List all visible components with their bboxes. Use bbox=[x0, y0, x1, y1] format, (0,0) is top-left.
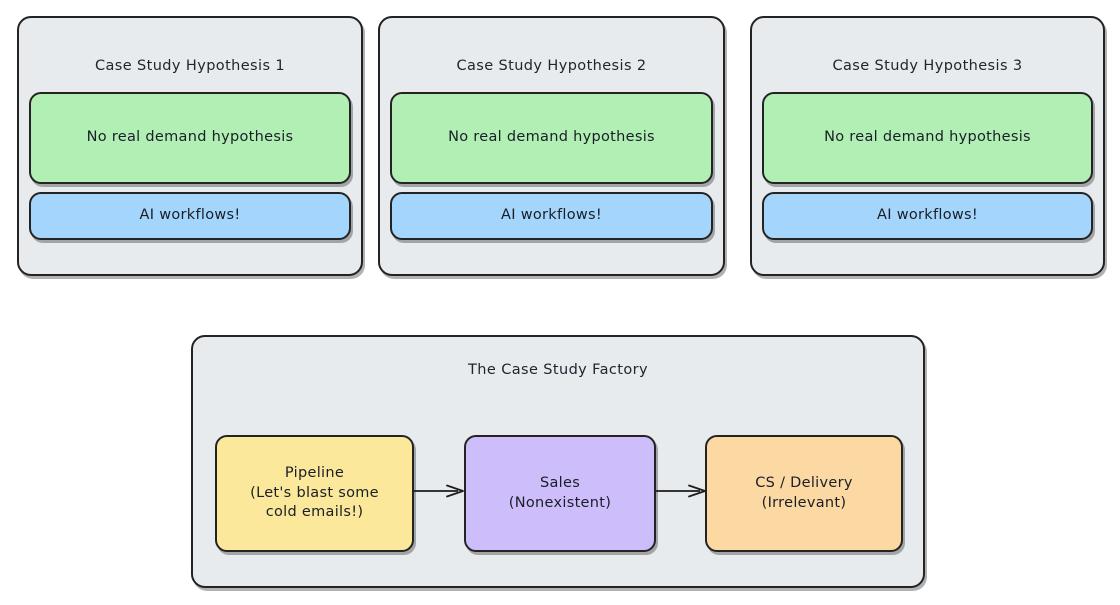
factory-node-delivery-label: CS / Delivery (Irrelevant) bbox=[755, 474, 853, 511]
hypothesis-panel-1-green-label: No real demand hypothesis bbox=[86, 129, 294, 146]
edge-sales-to-delivery bbox=[656, 477, 710, 507]
hypothesis-panel-1[interactable]: Case Study Hypothesis 1 No real demand h… bbox=[17, 16, 363, 276]
edge-pipeline-to-sales bbox=[414, 477, 468, 507]
factory-node-pipeline-label: Pipeline (Let's blast some cold emails!) bbox=[250, 465, 379, 521]
hypothesis-panel-1-title: Case Study Hypothesis 1 bbox=[94, 58, 286, 74]
factory-node-sales[interactable]: Sales (Nonexistent) bbox=[464, 435, 656, 552]
hypothesis-panel-3-title: Case Study Hypothesis 3 bbox=[832, 58, 1023, 74]
hypothesis-panel-2-blue-box[interactable]: AI workflows! bbox=[390, 192, 713, 240]
hypothesis-panel-3-green-box[interactable]: No real demand hypothesis bbox=[762, 92, 1093, 184]
hypothesis-panel-3-green-label: No real demand hypothesis bbox=[824, 129, 1031, 146]
hypothesis-panel-1-green-box[interactable]: No real demand hypothesis bbox=[29, 92, 351, 184]
hypothesis-panel-2-title: Case Study Hypothesis 2 bbox=[456, 58, 647, 74]
case-study-factory-title: The Case Study Factory bbox=[468, 362, 648, 378]
hypothesis-panel-1-blue-label: AI workflows! bbox=[139, 207, 241, 224]
hypothesis-panel-2-blue-label: AI workflows! bbox=[500, 207, 603, 224]
factory-node-delivery[interactable]: CS / Delivery (Irrelevant) bbox=[705, 435, 903, 552]
hypothesis-panel-2-green-box[interactable]: No real demand hypothesis bbox=[390, 92, 713, 184]
hypothesis-panel-3[interactable]: Case Study Hypothesis 3 No real demand h… bbox=[750, 16, 1105, 276]
hypothesis-panel-3-blue-label: AI workflows! bbox=[876, 207, 979, 224]
factory-node-pipeline[interactable]: Pipeline (Let's blast some cold emails!) bbox=[215, 435, 414, 552]
factory-node-sales-label: Sales (Nonexistent) bbox=[508, 474, 612, 511]
hypothesis-panel-3-blue-box[interactable]: AI workflows! bbox=[762, 192, 1093, 240]
case-study-factory-group[interactable]: The Case Study Factory Pipeline (Let's b… bbox=[191, 335, 925, 588]
hypothesis-panel-1-blue-box[interactable]: AI workflows! bbox=[29, 192, 351, 240]
hypothesis-panel-2[interactable]: Case Study Hypothesis 2 No real demand h… bbox=[378, 16, 725, 276]
hypothesis-panel-2-green-label: No real demand hypothesis bbox=[448, 129, 655, 146]
